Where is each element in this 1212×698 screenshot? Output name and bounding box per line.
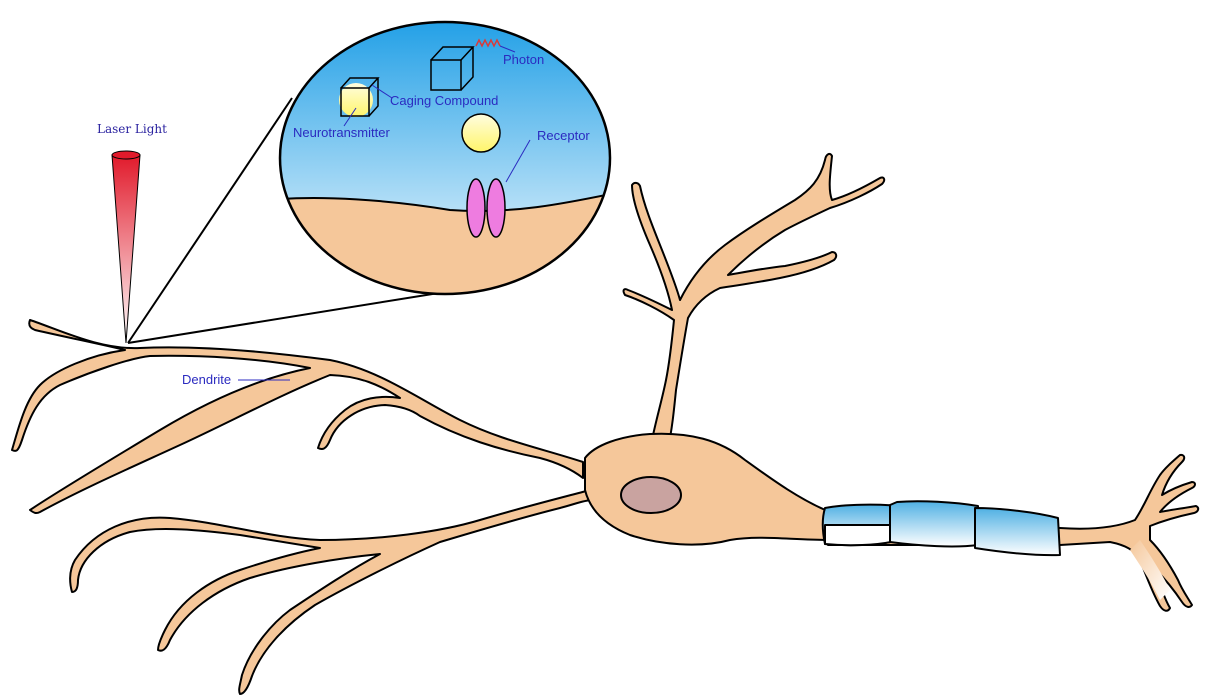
myelin-sheaths	[823, 501, 1060, 555]
dendrite-lower	[70, 490, 592, 694]
caging-compound-label: Caging Compound	[390, 93, 498, 108]
receptor-label: Receptor	[537, 128, 590, 143]
neuron	[12, 154, 1198, 694]
laser-light-label: Laser Light	[97, 122, 167, 136]
myelin-segment-2	[890, 501, 978, 546]
neurotransmitter-label: Neurotransmitter	[293, 125, 390, 140]
photon-label: Photon	[503, 52, 544, 67]
myelin-segment-3	[975, 508, 1060, 555]
dendrite-upper	[12, 320, 583, 513]
laser-beam	[112, 155, 140, 343]
dendrite-label: Dendrite	[182, 372, 231, 387]
myelin-segment-1b	[825, 525, 898, 545]
free-neurotransmitter	[462, 114, 500, 152]
laser-top	[112, 151, 140, 159]
zoom-circle: Photon Caging Compound Neurotransmitter …	[270, 15, 630, 310]
receptor-subunit-left	[467, 179, 485, 237]
dendrite-vertical	[624, 154, 885, 448]
receptor-subunit-right	[487, 179, 505, 237]
nucleus	[621, 477, 681, 513]
